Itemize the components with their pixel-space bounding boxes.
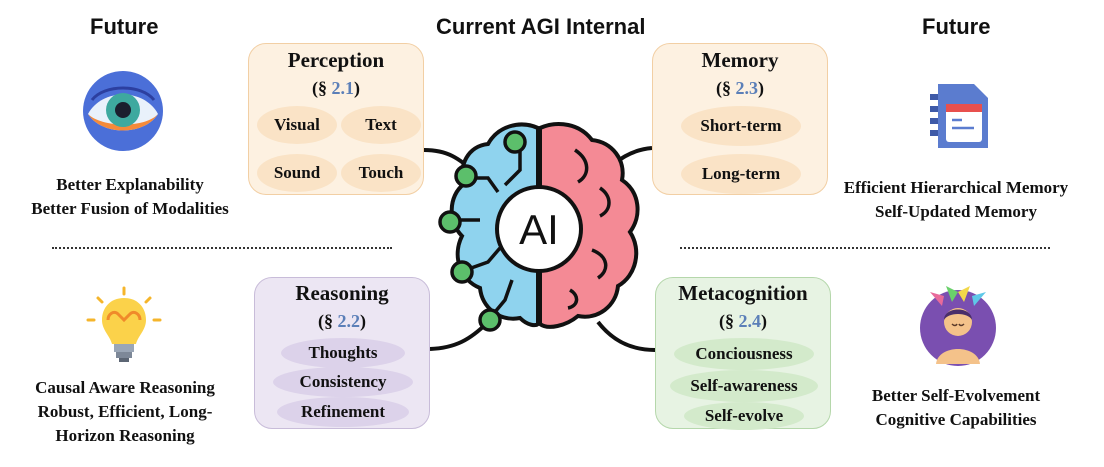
future-left-header: Future <box>90 14 159 39</box>
bottom-left-caption: Causal Aware Reasoning Robust, Efficient… <box>35 378 215 445</box>
center-header: Current AGI Internal <box>436 14 646 39</box>
brain-right-hemisphere <box>538 122 640 329</box>
memory-section-ref: (§ 2.3) <box>716 78 764 98</box>
lightbulb-icon <box>86 286 162 362</box>
future-right-header: Future <box>922 14 991 39</box>
reasoning-item: Consistency <box>273 367 413 397</box>
memory-card-icon <box>930 84 988 148</box>
perception-item: Touch <box>341 154 421 192</box>
right-divider <box>680 247 1050 249</box>
perception-title: Perception <box>287 48 385 72</box>
memory-box: Memory (§ 2.3) Short-term Long-term <box>652 43 828 195</box>
memory-item: Short-term <box>681 106 801 146</box>
perception-section-ref: (§ 2.1) <box>312 78 360 98</box>
metacognition-box: Metacognition (§ 2.4) Conciousness Self-… <box>655 277 831 430</box>
reasoning-item: Refinement <box>277 397 409 427</box>
metacognition-title: Metacognition <box>678 281 808 305</box>
perception-box: Perception (§ 2.1) Visual Text Sound Tou… <box>248 43 424 195</box>
brain-label: AI <box>519 206 559 253</box>
memory-item: Long-term <box>681 154 801 194</box>
metacognition-section-ref: (§ 2.4) <box>719 311 767 331</box>
ai-core-circle <box>495 185 583 273</box>
reasoning-box: Reasoning (§ 2.2) Thoughts Consistency R… <box>254 277 430 429</box>
bottom-right-caption: Better Self-Evolvement Cognitive Capabil… <box>871 386 1041 429</box>
eye-icon <box>83 71 163 151</box>
perception-item: Text <box>341 106 421 144</box>
perception-item: Visual <box>257 106 337 144</box>
metacognition-item: Self-awareness <box>670 370 818 402</box>
perception-item: Sound <box>257 154 337 192</box>
meditation-icon <box>920 286 996 366</box>
reasoning-title: Reasoning <box>295 281 389 305</box>
reasoning-section-ref: (§ 2.2) <box>318 311 366 331</box>
memory-title: Memory <box>701 48 779 72</box>
metacognition-item: Self-evolve <box>684 402 804 430</box>
left-divider <box>52 247 392 249</box>
top-right-caption: Efficient Hierarchical Memory Self-Updat… <box>843 178 1069 221</box>
metacognition-item: Conciousness <box>674 338 814 370</box>
top-left-caption: Better Explanability Better Fusion of Mo… <box>31 175 229 218</box>
reasoning-item: Thoughts <box>281 338 405 368</box>
